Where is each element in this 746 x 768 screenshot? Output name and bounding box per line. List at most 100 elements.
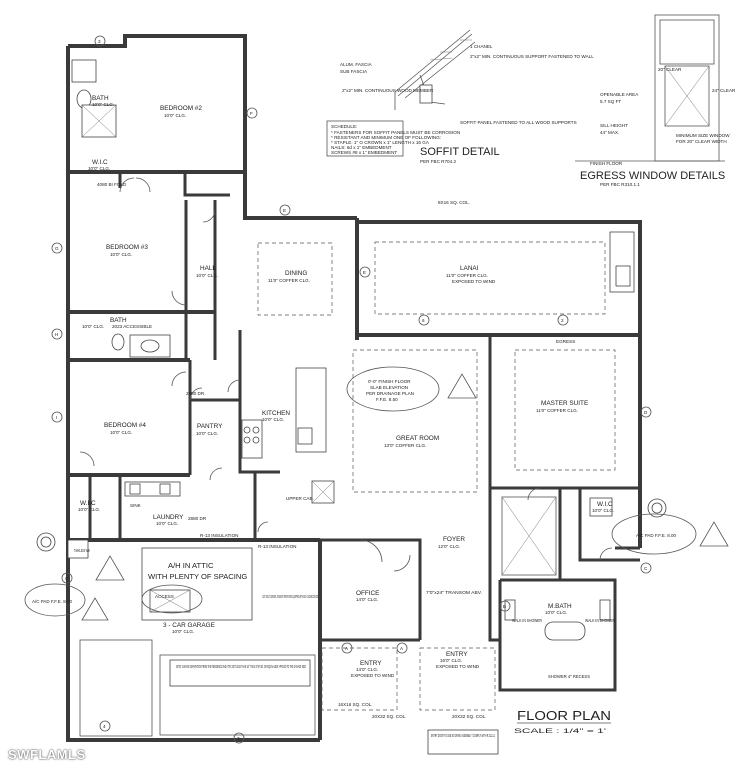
room-name: BEDROOM #3: [106, 244, 148, 251]
garage-separation-note: NOTE: GARAGE SEPARATION FROM THE RESIDEN…: [176, 664, 306, 669]
soffit-schedule-line: * FASTENERS FOR SOFFIT PANELS MUST BE CO…: [331, 130, 460, 135]
watermark: SWFLAMLS: [8, 747, 86, 762]
fire-door-note: 1-3/4" SOLID CORE DR. 20 MINUTE FIRE RAT…: [262, 594, 318, 599]
sink-note: SINK: [130, 503, 142, 508]
marker-label: F: [250, 111, 253, 116]
column-note: 20X32 SQ. COL.: [372, 714, 406, 719]
marker-label: C: [65, 576, 69, 581]
room-ceiling: 10'0" CLG.: [262, 417, 284, 422]
marker-label: C: [644, 566, 648, 571]
room-ceiling: 13'0" COFFER CLG.: [384, 443, 426, 448]
soffit-callout: 2"x2" MIN. CONTINUOUS WOOD MEMBER: [342, 88, 434, 93]
marker-label: 7: [237, 736, 240, 741]
walk-in-shower-note: WALK IN SHOWER: [585, 618, 615, 623]
openable-area-value: 5.7 SQ FT: [600, 99, 621, 104]
access-note: ACCESS: [155, 594, 174, 599]
transom-note: 7'0"x24" TRANSOM ABV.: [426, 590, 482, 595]
drainage-note: PER DRAINAGE PLAN: [366, 391, 414, 396]
room-name: BATH: [110, 317, 127, 324]
marker-label: G: [55, 246, 59, 251]
soffit-schedule-line: * STAPLE: 1" O CROWN x 1" LENGTH x 16 GA: [331, 140, 430, 145]
room-ceiling: 10'0" CLG.: [110, 252, 132, 257]
marker-label: 6: [422, 318, 425, 323]
soffit-schedule-line: NAILS: 6d x 1" EMBEDMENT: [331, 145, 392, 150]
room-name: PANTRY: [197, 423, 223, 430]
exterior-walls: [66, 34, 642, 742]
clear-height-label: 24" CLEAR: [712, 88, 736, 93]
soffit-detail: ALUM. FASCIA SUB FASCIA 1 CHANEL 2"x2" M…: [326, 29, 594, 164]
attic-note: A/H IN ATTIC: [168, 561, 214, 570]
warning-icons: [81, 373, 729, 621]
marker-label: E: [283, 208, 286, 213]
finish-floor-label: FINISH FLOOR: [590, 161, 623, 166]
insulation-note: R-13 INSULATION: [200, 533, 238, 538]
soffit-callout: ALUM. FASCIA: [340, 62, 373, 67]
room-ceiling: 12'0" CLG.: [438, 544, 460, 549]
room-ceiling: 10'0" CLG.: [156, 521, 178, 526]
slab-elevation-note: SLAB ELEVATION: [370, 385, 408, 390]
room-note: EXPOSED TO WIND: [351, 673, 395, 678]
clear-width-label: 20" CLEAR: [658, 67, 682, 72]
warning-triangle-icon: [95, 555, 125, 581]
room-name: BATH: [92, 95, 109, 102]
soffit-schedule-line: SCREWS #8 x 1" EMBEDMENT: [331, 150, 397, 155]
room-name: KITCHEN: [262, 410, 290, 417]
room-name: 3 - CAR GARAGE: [163, 622, 215, 629]
room-ceiling: 10'0" CLG.: [110, 430, 132, 435]
room-note: EXPOSED TO WIND: [436, 664, 480, 669]
soffit-schedule-box: [326, 120, 404, 157]
egress-window-detail: 20" CLEAR 24" CLEAR OPENABLE AREA 5.7 SQ…: [575, 14, 736, 187]
room-name: LANAI: [460, 265, 479, 272]
marker-label: D: [644, 410, 648, 415]
marker-label: A: [345, 646, 349, 651]
ffe-note: F.F.E. 8.50: [376, 397, 398, 402]
plan-notes: A/H IN ATTIC WITH PLENTY OF SPACING ACCE…: [32, 182, 676, 738]
min-size-label-2: FOR 20" CLEAR WIDTH: [676, 139, 727, 144]
room-name: GREAT ROOM: [396, 435, 439, 442]
marker-label: 4: [103, 724, 106, 729]
egress-title: EGRESS WINDOW DETAILS: [580, 170, 725, 182]
sill-height-label: SILL HEIGHT: [600, 123, 628, 128]
room-name: BEDROOM #4: [104, 422, 146, 429]
marker-label: 3: [98, 39, 101, 44]
column-note: 16X16 SQ. COL.: [338, 702, 372, 707]
marker-label: A: [400, 646, 404, 651]
room-name: W.I.C: [92, 159, 108, 166]
room-name: FOYER: [443, 536, 465, 543]
ac-pad-left-note: A/C PAD F.F.E. 8.00: [32, 599, 72, 604]
room-ceiling: 10'0" CLG.: [164, 113, 186, 118]
room-ceiling: 10'0" CLG.: [78, 507, 100, 512]
door-swings: [79, 177, 613, 572]
room-ceiling: 10'0" CLG.: [88, 166, 110, 171]
grid-markers: 3 G H I F E E 6 2 D C B A A C 4 7: [51, 35, 652, 744]
marker-label: B: [503, 604, 506, 609]
room-ceiling: 14'0" CLG.: [356, 597, 378, 602]
room-name: DINING: [285, 270, 307, 277]
walk-in-shower-note: WALK IN SHOWER: [512, 618, 542, 623]
door-note: 4080 BI FOLD: [97, 182, 127, 187]
openable-area-label: OPENABLE AREA: [600, 92, 639, 97]
soffit-callout: SUB FASCIA: [340, 69, 368, 74]
room-ceiling: 16'0" CLG.: [440, 658, 462, 663]
marker-label: 2: [561, 318, 564, 323]
room-name: M.BATH: [548, 603, 572, 610]
room-note: EXPOSED TO WIND: [452, 279, 496, 284]
room-name: W.I.C: [80, 500, 96, 507]
egress-subtitle: PER FBC R310.1.1: [600, 182, 640, 187]
room-name: MASTER SUITE: [541, 400, 588, 407]
door-note: 2680 DR: [186, 391, 205, 396]
marker-label: H: [55, 332, 58, 337]
room-name: ENTRY: [360, 660, 382, 667]
room-ceiling: 11'0" COFFER CLG.: [446, 273, 488, 278]
finish-floor-note: 0'-0" FINISH FLOOR: [368, 379, 411, 384]
master-bath-hatch: [501, 496, 557, 576]
room-ceiling: 10'0" CLG.: [92, 102, 114, 107]
room-ceiling: 10'0" CLG.: [172, 629, 194, 634]
column-note: 20X32 SQ. COL.: [452, 714, 486, 719]
insulation-note: R-13 INSULATION: [258, 544, 296, 549]
room-ceiling: 11'0" COFFER CLG.: [268, 278, 310, 283]
entry-door-note: ENTRY DOOR TO USE NO DRIVE ASSEMBLY / CO…: [431, 733, 495, 738]
room-name: LAUNDRY: [153, 514, 184, 521]
room-note: 2023 ACCESSIBLE: [112, 324, 152, 329]
room-ceiling: 10'0" CLG.: [82, 324, 104, 329]
